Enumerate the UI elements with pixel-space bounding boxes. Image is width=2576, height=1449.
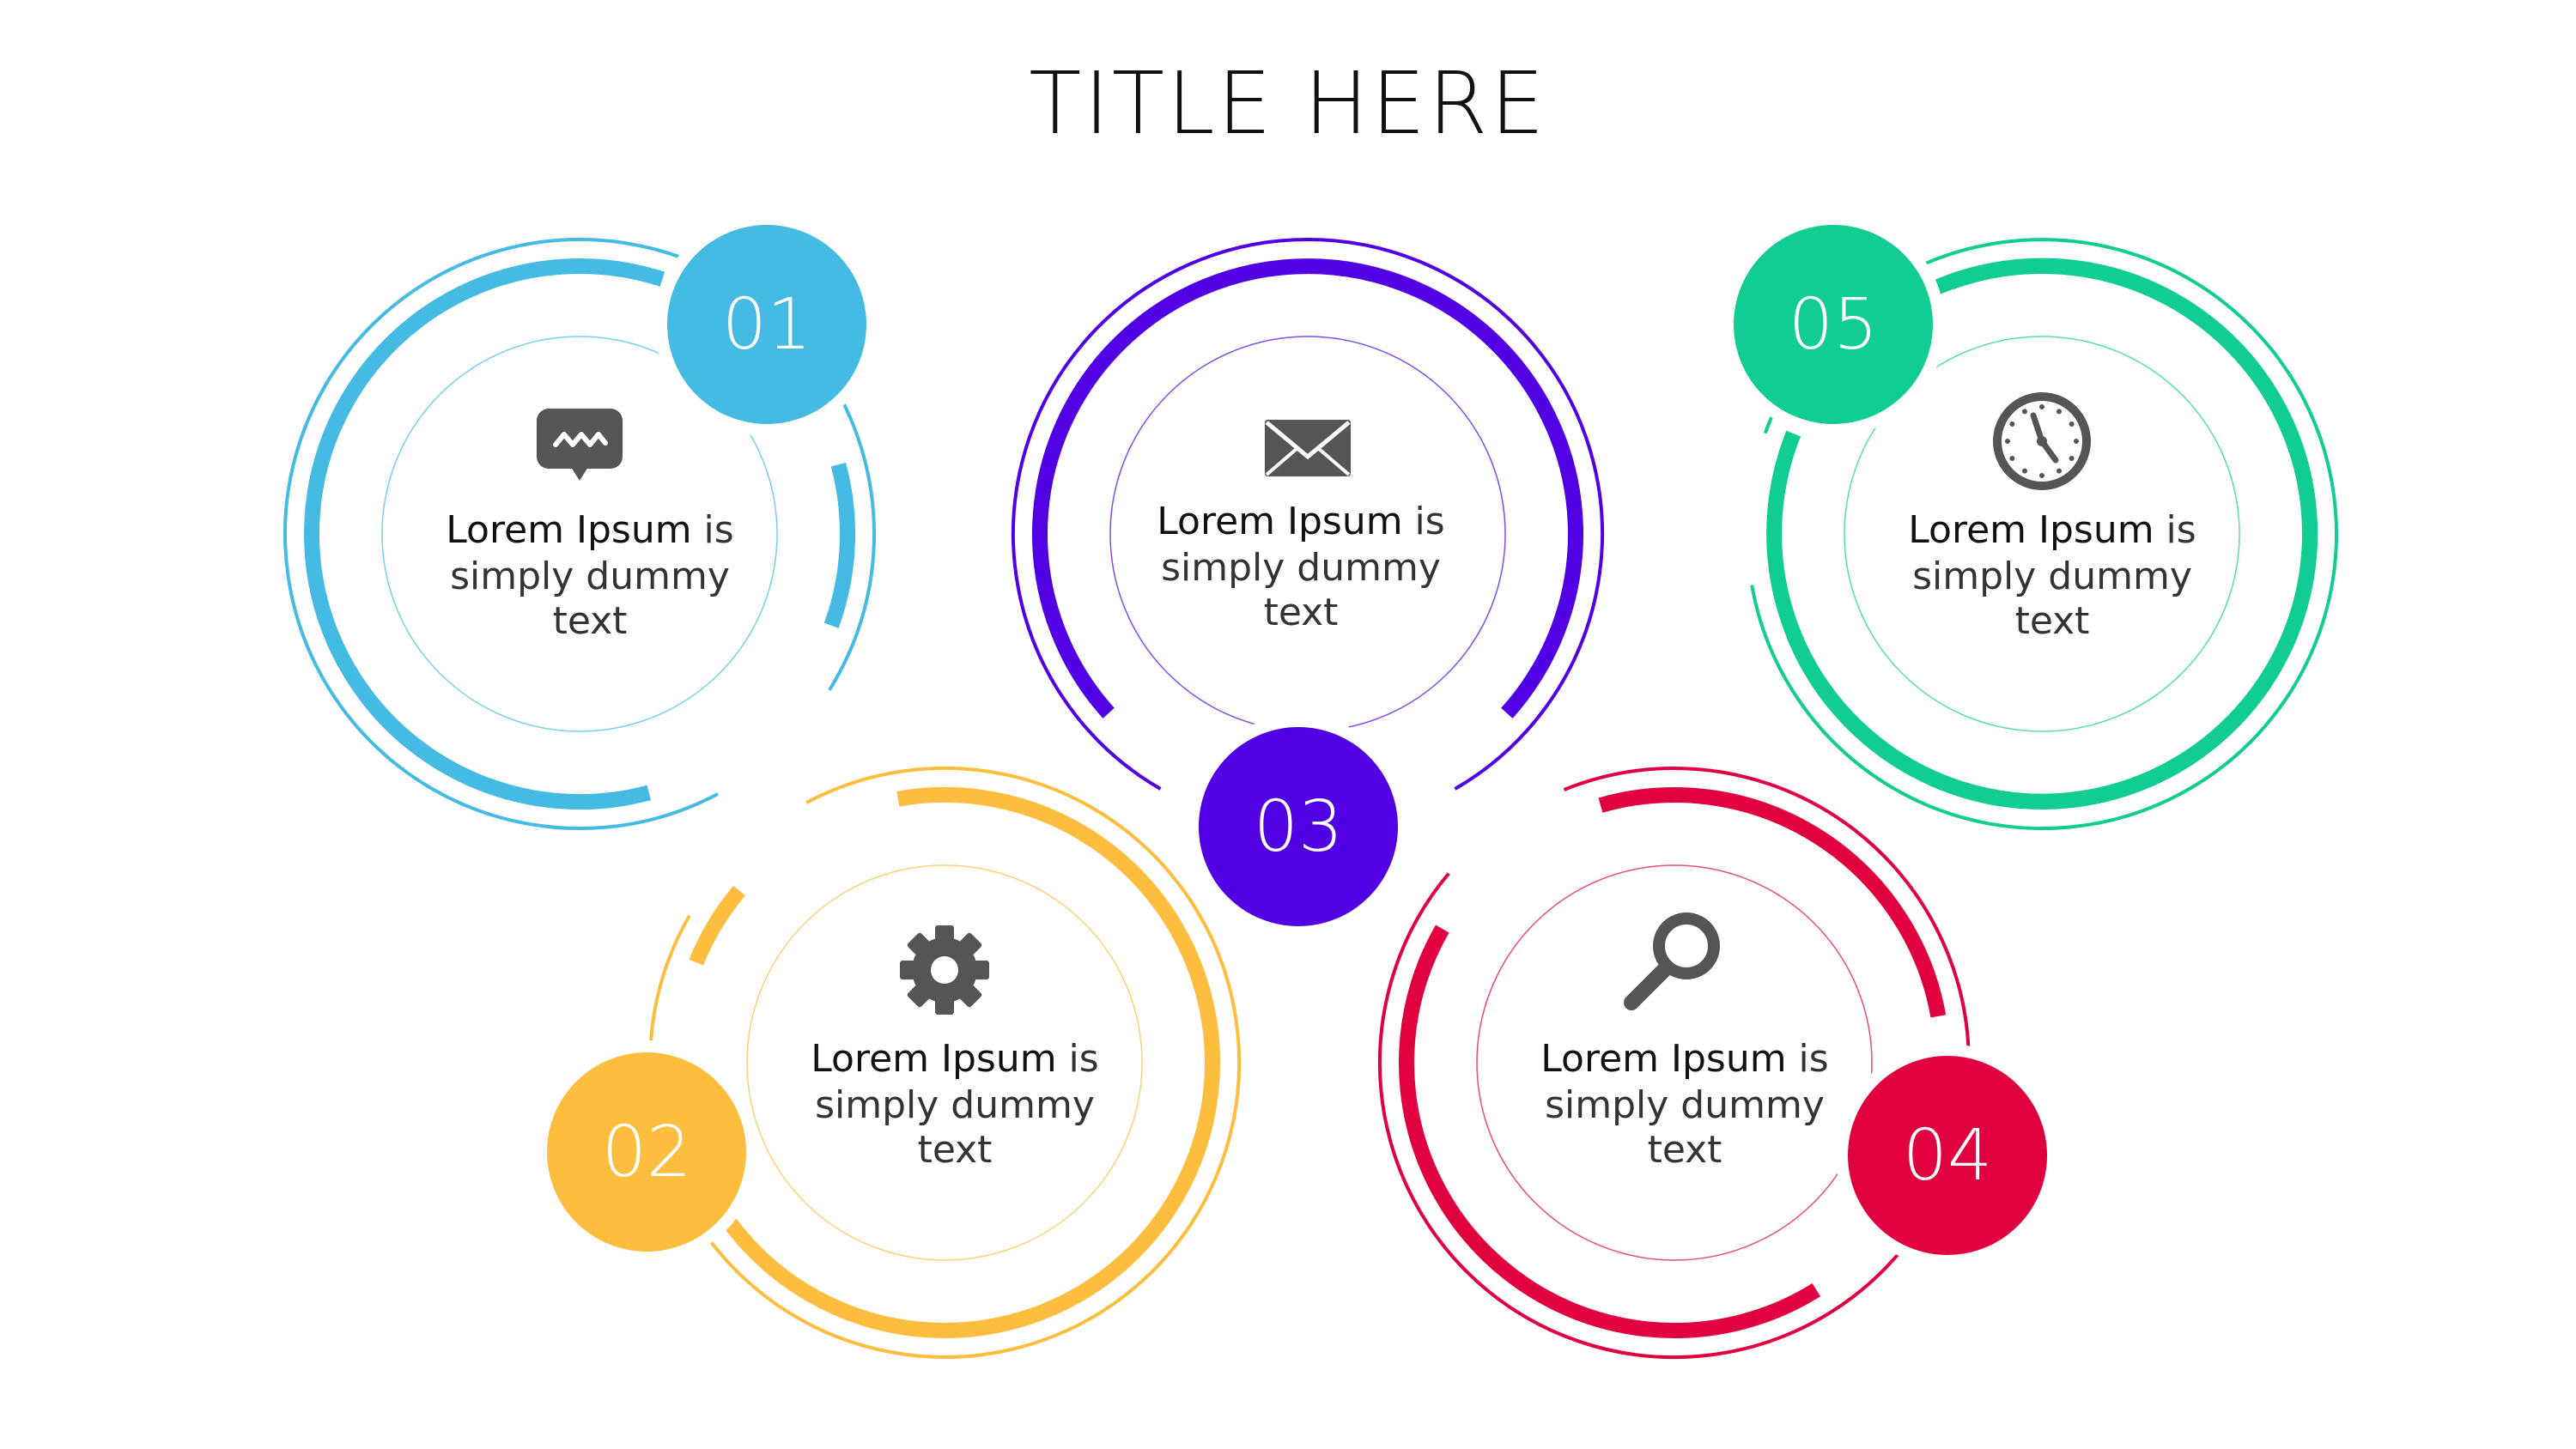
step-text-line3: text	[553, 599, 628, 643]
outer-thin-ring	[1012, 238, 1604, 791]
step-number: 03	[1254, 786, 1343, 868]
gear-icon	[900, 925, 989, 1015]
envelope-icon	[1265, 420, 1351, 476]
inner-circle	[1844, 336, 2240, 732]
clock-icon	[1993, 392, 2091, 490]
step-text-line2: simply dummy	[815, 1083, 1095, 1127]
outer-thick-ring	[1598, 787, 1947, 1018]
step-text-line1: Lorem Ipsum is	[1157, 500, 1444, 543]
step-text-line3: text	[918, 1128, 993, 1172]
outer-thin-ring	[1377, 767, 1971, 1359]
magnifier-icon	[1624, 912, 1720, 1010]
step-number: 01	[722, 284, 811, 366]
step-number-badge	[1848, 1056, 2047, 1255]
step-text-line1: Lorem Ipsum is	[811, 1037, 1098, 1081]
step-number: 04	[1903, 1115, 1992, 1197]
step-text-line3: text	[1264, 591, 1339, 634]
step-number-badge	[1734, 225, 1933, 424]
outer-thick-ring	[304, 258, 665, 809]
inner-circle	[746, 864, 1143, 1261]
step-text-line2: simply dummy	[1545, 1083, 1825, 1127]
chat-bubble-icon	[537, 409, 623, 481]
step-text-line2: simply dummy	[1161, 546, 1441, 590]
step-number-badge	[1199, 727, 1398, 926]
step-text-line2: simply dummy	[1912, 555, 2192, 598]
outer-thick-ring	[689, 885, 745, 966]
step-text-line1: Lorem Ipsum is	[446, 508, 733, 552]
step-text-rest: is	[1057, 1037, 1099, 1081]
outer-thick-ring	[1399, 925, 1821, 1338]
step-text-line3: text	[2015, 599, 2090, 643]
outer-thick-ring	[682, 786, 1221, 1338]
step-text-line1: Lorem Ipsum is	[1540, 1037, 1828, 1081]
outer-thick-ring	[1032, 258, 1583, 718]
step-text-rest: is	[1403, 500, 1445, 543]
step-text-rest: is	[2154, 508, 2196, 552]
step-text-line1: Lorem Ipsum is	[1908, 508, 2196, 552]
inner-circle	[381, 336, 778, 732]
step-text-line2: simply dummy	[450, 555, 730, 598]
step-text-bold: Lorem Ipsum	[446, 508, 691, 552]
step-text-bold: Lorem Ipsum	[1540, 1037, 1786, 1081]
step-number-badge	[667, 225, 866, 424]
page-title: TITLE HERE	[1029, 53, 1547, 154]
step-number: 05	[1789, 284, 1878, 366]
step-number-badge	[547, 1052, 746, 1252]
step-text-line3: text	[1648, 1128, 1722, 1172]
outer-thick-ring	[823, 462, 855, 628]
step-text-rest: is	[1787, 1037, 1829, 1081]
step-text-bold: Lorem Ipsum	[1157, 500, 1402, 543]
outer-thick-ring	[1766, 258, 2318, 809]
inner-circle	[1476, 864, 1873, 1261]
outer-thin-ring	[1750, 238, 2338, 831]
step-number: 02	[602, 1112, 691, 1193]
step-text-bold: Lorem Ipsum	[811, 1037, 1056, 1081]
step-text-bold: Lorem Ipsum	[1908, 508, 2154, 552]
outer-thin-ring	[283, 238, 876, 831]
step-text-rest: is	[692, 508, 734, 552]
